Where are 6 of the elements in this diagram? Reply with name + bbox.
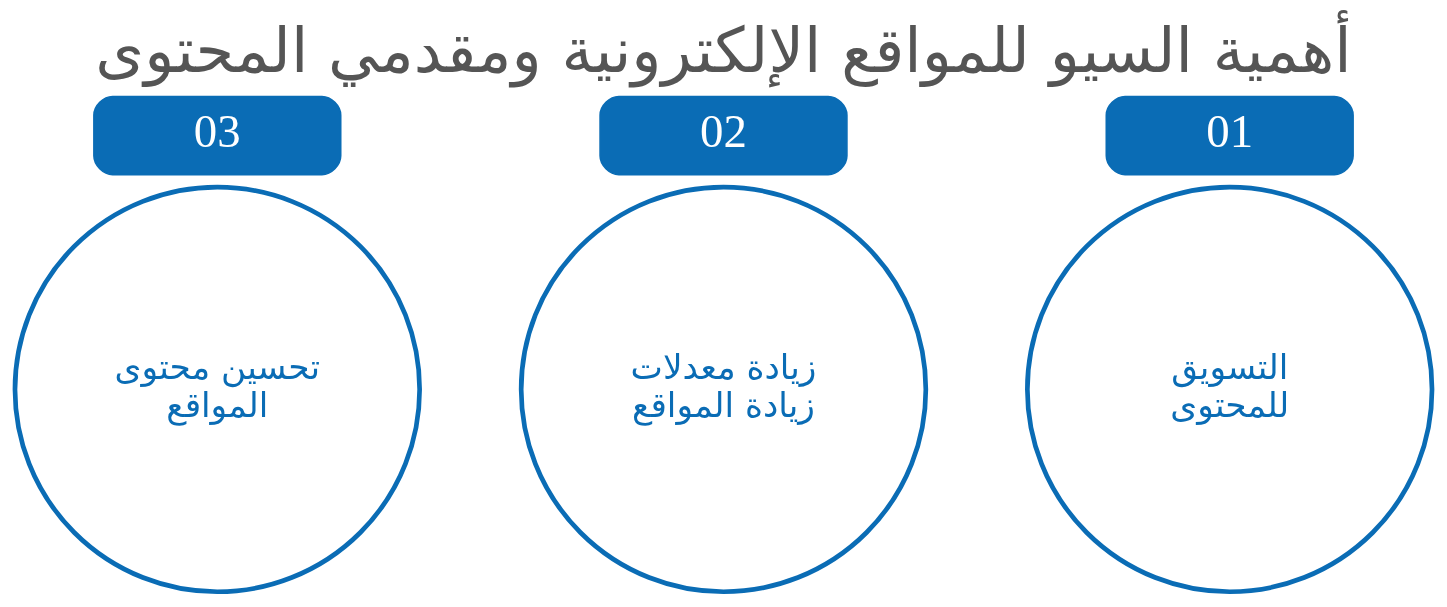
node-box: 03 bbox=[93, 95, 342, 176]
node-circle: تحسين محتوى المواقع bbox=[12, 184, 422, 595]
node-box: 02 bbox=[599, 95, 848, 176]
node-circle: زيادة معدلات زيادة المواقع bbox=[518, 184, 929, 595]
node-circle: التسويق للمحتوى bbox=[1025, 184, 1435, 595]
node-box: 01 bbox=[1105, 95, 1354, 176]
